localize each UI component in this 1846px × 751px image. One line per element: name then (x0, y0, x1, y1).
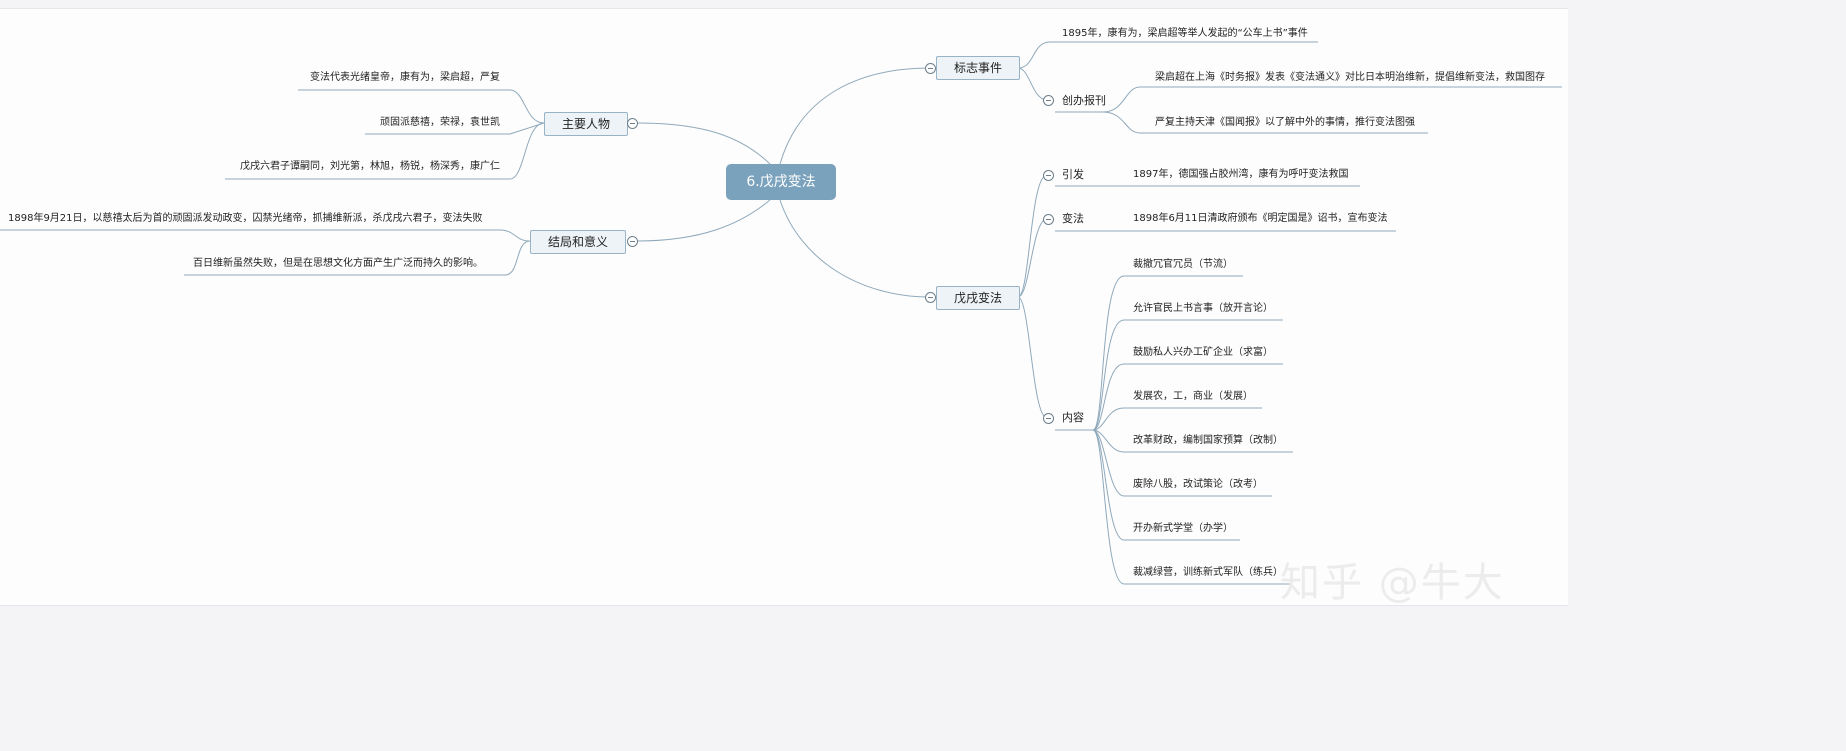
outcome-item-2: 百日维新虽然失败，但是在思想文化方面产生广泛而持久的影响。 (193, 258, 483, 269)
subtopic-newspaper[interactable]: 创办报刊 (1062, 94, 1106, 107)
subtopic-content[interactable]: 内容 (1062, 411, 1084, 424)
mindmap-canvas (0, 8, 1568, 606)
content-item-6: 废除八股，改试策论（改考） (1133, 479, 1263, 490)
collapse-toggle-newspaper[interactable] (1043, 95, 1054, 106)
topic-events[interactable]: 标志事件 (936, 56, 1020, 80)
content-item-2: 允许官民上书言事（放开言论） (1133, 303, 1273, 314)
content-item-3: 鼓励私人兴办工矿企业（求富） (1133, 347, 1273, 358)
content-item-4: 发展农，工，商业（发展） (1133, 391, 1253, 402)
content-item-1: 裁撤冗官冗员（节流） (1133, 259, 1233, 270)
start-item: 1898年6月11日清政府颁布《明定国是》诏书，宣布变法 (1133, 213, 1388, 224)
topic-outcome[interactable]: 结局和意义 (530, 230, 626, 254)
connector-lines (0, 41, 1562, 585)
content-item-7: 开办新式学堂（办学） (1133, 523, 1233, 534)
collapse-toggle-start[interactable] (1043, 214, 1054, 225)
newspaper-item-1: 梁启超在上海《时务报》发表《变法通义》对比日本明治维新，提倡维新变法，救国图存 (1155, 72, 1545, 83)
trigger-item: 1897年，德国强占胶州湾，康有为呼吁变法救国 (1133, 169, 1349, 180)
collapse-toggle-content[interactable] (1043, 413, 1054, 424)
people-item-2: 顽固派慈禧，荣禄，袁世凯 (380, 117, 500, 128)
events-item-1: 1895年，康有为，梁启超等举人发起的“公车上书”事件 (1062, 28, 1308, 39)
root-topic[interactable]: 6.戊戌变法 (726, 164, 836, 200)
collapse-toggle-events[interactable] (925, 63, 936, 74)
content-item-8: 裁减绿营，训练新式军队（练兵） (1133, 567, 1283, 578)
collapse-toggle-outcome[interactable] (627, 236, 638, 247)
subtopic-trigger[interactable]: 引发 (1062, 168, 1084, 181)
subtopic-start[interactable]: 变法 (1062, 212, 1084, 225)
collapse-toggle-people[interactable] (627, 118, 638, 129)
newspaper-item-2: 严复主持天津《国闻报》以了解中外的事情，推行变法图强 (1155, 117, 1415, 128)
topic-main-people[interactable]: 主要人物 (544, 112, 628, 136)
outcome-item-1: 1898年9月21日，以慈禧太后为首的顽固派发动政变，囚禁光绪帝，抓捕维新派，杀… (8, 213, 483, 224)
people-item-1: 变法代表光绪皇帝，康有为，梁启超，严复 (310, 72, 500, 83)
topic-reform[interactable]: 戊戌变法 (936, 286, 1020, 310)
collapse-toggle-trigger[interactable] (1043, 170, 1054, 181)
content-item-5: 改革财政，编制国家预算（改制） (1133, 435, 1283, 446)
watermark: 知乎 @牛大 (1280, 560, 1505, 606)
people-item-3: 戊戌六君子谭嗣同，刘光第，林旭，杨锐，杨深秀，康广仁 (240, 161, 500, 172)
collapse-toggle-reform[interactable] (925, 292, 936, 303)
